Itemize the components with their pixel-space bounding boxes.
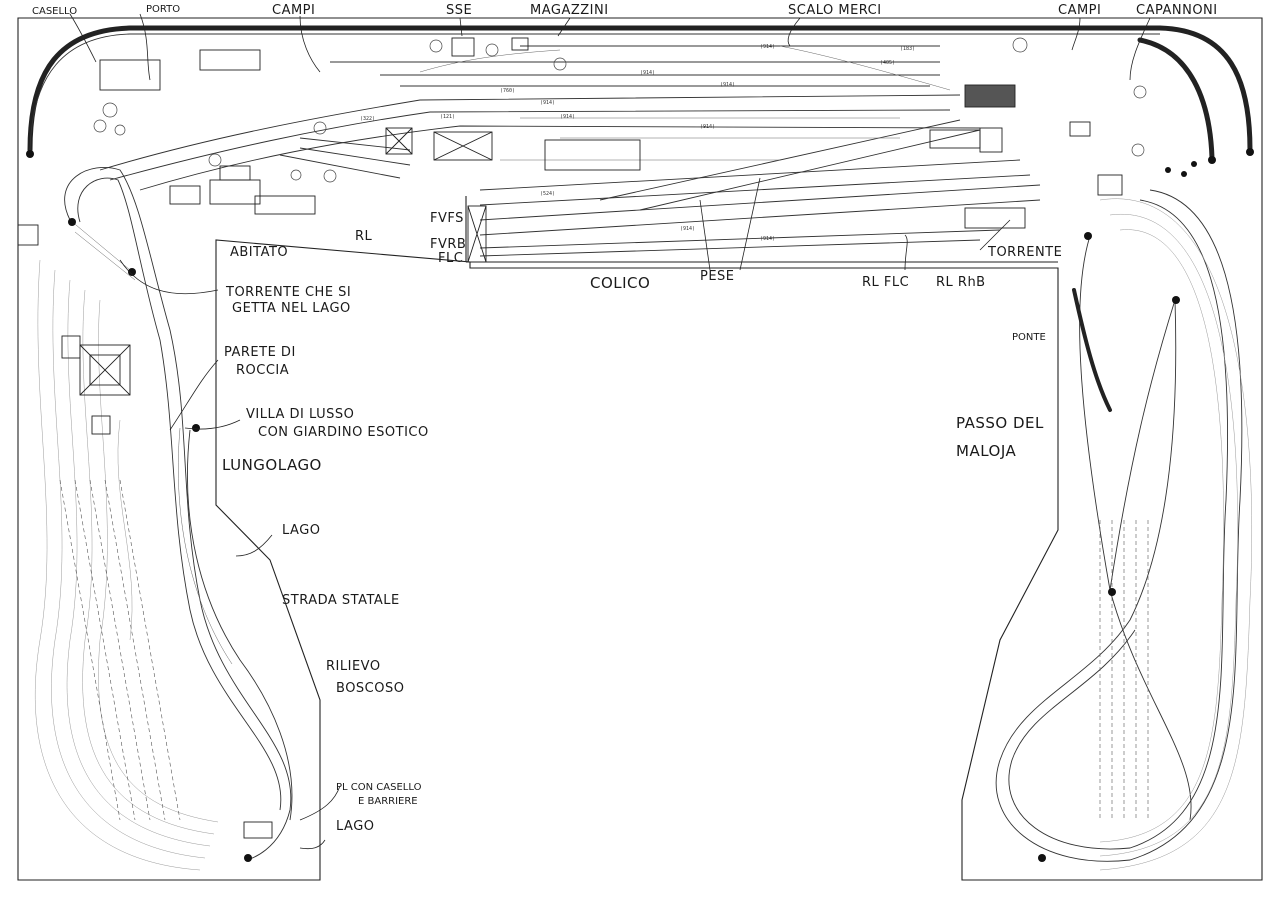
leader-lines <box>69 13 1151 850</box>
baseboard-outline <box>17 17 1263 881</box>
label-porto: PORTO <box>146 4 180 15</box>
label-flc: FLC <box>438 251 463 266</box>
svg-text:(121): (121) <box>440 114 455 120</box>
trees <box>93 37 1147 183</box>
label-passo-1: PASSO DEL <box>956 414 1044 432</box>
label-rl-left: RL <box>355 229 373 244</box>
label-parete-1: PARETE DI <box>224 345 296 360</box>
label-fvrb: FVRB <box>430 237 466 252</box>
svg-text:(760): (760) <box>500 88 515 94</box>
label-torrente: TORRENTE <box>987 245 1062 260</box>
label-parete-2: ROCCIA <box>236 363 289 378</box>
svg-text:(914): (914) <box>760 44 775 50</box>
svg-text:(524): (524) <box>540 191 555 197</box>
label-rl-flc: RL FLC <box>862 275 909 290</box>
label-villa-1: VILLA DI LUSSO <box>246 407 354 422</box>
svg-text:(914): (914) <box>680 226 695 232</box>
label-abitato: ABITATO <box>230 245 288 260</box>
label-pl-1: PL CON CASELLO <box>336 782 422 793</box>
label-rilievo-1: RILIEVO <box>326 659 381 674</box>
label-strada-statale: STRADA STATALE <box>282 593 400 608</box>
label-campi-left: CAMPI <box>272 3 315 18</box>
diagram-labels: CASELLO PORTO CAMPI SSE MAGAZZINI SCALO … <box>32 3 1218 834</box>
label-sse: SSE <box>446 3 472 18</box>
svg-text:(405): (405) <box>880 60 895 66</box>
station-yard: (914) (914) (914) (914) (914) (914) (183… <box>99 44 1041 257</box>
left-lakeside-line <box>26 150 293 871</box>
villa-building <box>61 335 131 435</box>
label-pl-2: E BARRIERE <box>358 796 418 807</box>
label-villa-2: CON GIARDINO ESOTICO <box>258 425 429 440</box>
level-crossing <box>17 224 273 839</box>
label-torrente-lago-1: TORRENTE CHE SI <box>225 285 351 300</box>
label-torrente-lago-2: GETTA NEL LAGO <box>232 301 351 316</box>
label-colico: COLICO <box>590 274 650 292</box>
station-buildings <box>99 37 1123 263</box>
label-capannoni: CAPANNONI <box>1136 3 1218 18</box>
svg-text:(914): (914) <box>640 70 655 76</box>
label-casello: CASELLO <box>32 6 77 17</box>
label-campi-right: CAMPI <box>1058 3 1101 18</box>
label-lungolago: LUNGOLAGO <box>222 456 322 474</box>
label-lago-bottom: LAGO <box>336 819 375 834</box>
main-line-top <box>27 25 1253 161</box>
label-magazzini: MAGAZZINI <box>530 3 609 18</box>
label-pese: PESE <box>700 269 735 284</box>
label-rl-rhb: RL RhB <box>936 275 986 290</box>
label-rilievo-2: BOSCOSO <box>336 681 404 696</box>
svg-text:(914): (914) <box>760 236 775 242</box>
label-ponte: PONTE <box>1012 332 1046 343</box>
right-helix <box>995 148 1254 871</box>
svg-text:(322): (322) <box>360 116 375 122</box>
svg-text:(914): (914) <box>560 114 575 120</box>
svg-text:(914): (914) <box>720 82 735 88</box>
label-passo-2: MALOJA <box>956 442 1016 460</box>
svg-text:(183): (183) <box>900 46 915 52</box>
label-fvfs: FVFS <box>430 211 464 226</box>
svg-text:(914): (914) <box>700 124 715 130</box>
label-lago-mid: LAGO <box>282 523 321 538</box>
label-scalo-merci: SCALO MERCI <box>788 3 882 18</box>
svg-text:(914): (914) <box>540 100 555 106</box>
